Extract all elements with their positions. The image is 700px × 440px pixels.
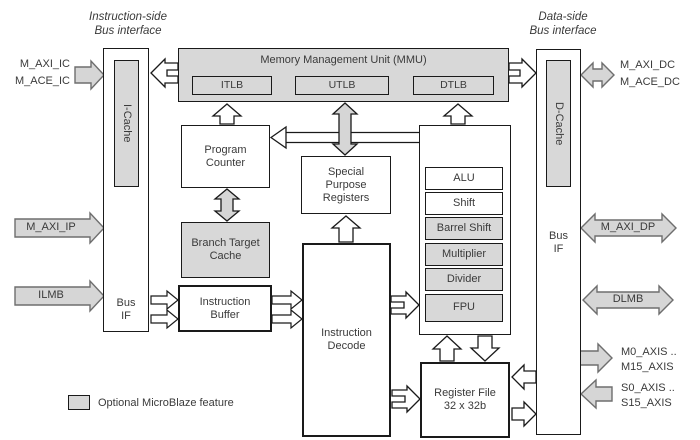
arrow-utlb-spr-bidir [331,102,359,156]
arrow-busif-to-ibuffer-1 [150,289,179,311]
shift-block: Shift [425,191,503,215]
alu-block: ALU [425,167,503,190]
port-arrow-m-axi-ip [14,211,105,245]
port-arrow-dlmb [582,284,674,316]
instruction-side-header-line2: Bus interface [94,25,162,37]
arrow-register-file-to-exec [431,335,463,362]
arrow-pc-btc-bidir [213,188,241,222]
port-label-dlmb: DLMB [612,293,644,305]
arrow-exec-to-register-file [469,335,501,362]
utlb-block: UTLB [295,76,389,95]
port-arrow-ilmb [14,279,105,313]
itlb-block: ITLB [192,76,272,95]
arrow-ibuffer-to-decode-2 [271,308,303,330]
arrow-ibuffer-to-decode-1 [271,289,303,311]
icache-block: I-Cache [114,60,139,187]
port-arrow-m-axi-dp [580,212,677,244]
arrow-busif-to-ibuffer-2 [150,308,179,330]
legend-swatch [68,395,90,410]
dtlb-block: DTLB [413,76,494,95]
port-arrow-m-axi-dc [580,61,615,89]
port-label-s0-axis: S0_AXIS .. [621,382,675,394]
port-label-m15-axis: M15_AXIS [621,361,674,373]
port-label-m-axi-ip: M_AXI_IP [26,221,76,233]
program-counter-block: Program Counter [181,125,270,188]
port-arrow-m-axis [579,342,613,374]
divider-block: Divider [425,268,503,291]
register-file-block: Register File 32 x 32b [420,362,510,438]
instruction-side-header-line1: Instruction-side [89,11,167,23]
branch-target-cache-block: Branch Target Cache [181,222,270,278]
instruction-side-header: Instruction-side Bus interface [58,10,198,38]
bus-if-right-label: Bus IF [549,230,568,255]
arrow-mmu-to-icache [150,57,179,89]
port-label-m-axi-dp: M_AXI_DP [600,221,656,233]
arrow-exec-to-dtlb [442,103,474,125]
arrow-program-counter-to-itlb [211,103,243,125]
port-label-m-ace-dc: M_ACE_DC [620,76,680,88]
multiplier-block: Multiplier [425,242,503,266]
data-side-header-line2: Bus interface [529,25,597,37]
port-label-ilmb: ILMB [38,289,64,301]
fpu-block: FPU [425,293,503,322]
bus-if-left-label: Bus IF [116,297,136,322]
legend-label: Optional MicroBlaze feature [98,397,234,409]
port-label-m-ace-ic: M_ACE_IC [14,75,70,87]
instruction-decode-block: Instruction Decode [302,243,391,437]
special-purpose-registers-block: Special Purpose Registers [301,156,391,214]
port-label-s15-axis: S15_AXIS [621,397,672,409]
instruction-buffer-block: Instruction Buffer [178,285,272,332]
port-label-m-axi-dc: M_AXI_DC [620,59,676,71]
arrow-decode-to-register-file [391,384,421,414]
dcache-block: D-Cache [546,60,571,187]
port-arrow-m-axi-ic [74,59,105,91]
data-side-header-line1: Data-side [538,11,588,23]
arrow-register-file-to-busif [511,400,537,428]
arrow-decode-to-spr [330,215,362,243]
port-label-m-axi-ic: M_AXI_IC [19,58,70,70]
data-side-header: Data-side Bus interface [493,10,633,38]
arrow-decode-to-exec [390,290,420,320]
dcache-label: D-Cache [553,101,565,146]
arrow-busif-to-register-file [511,363,537,391]
port-arrow-s-axis [579,378,613,410]
arrow-mmu-to-dcache [508,57,537,89]
barrel-shift-block: Barrel Shift [425,217,503,240]
port-label-m0-axis: M0_AXIS .. [621,346,677,358]
mmu-title: Memory Management Unit (MMU) [260,54,427,66]
icache-label: I-Cache [121,104,133,143]
